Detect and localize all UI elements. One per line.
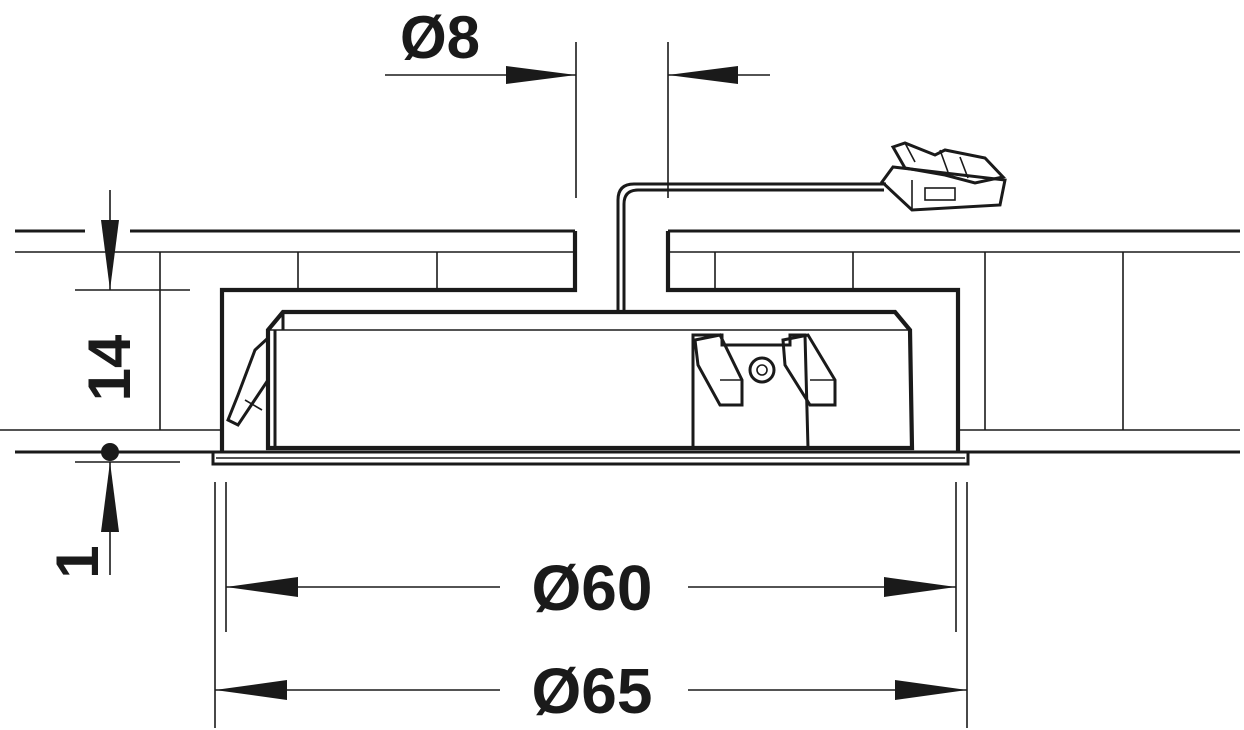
power-cable <box>616 182 886 312</box>
mounting-panel <box>0 229 1240 454</box>
dimension-cable-diameter: Ø8 <box>385 4 770 198</box>
dimension-bezel-height: 1 <box>44 443 119 579</box>
spring-bracket-right <box>691 333 837 450</box>
dim-label-cable-diameter: Ø8 <box>400 4 480 71</box>
dim-label-cutout-diameter: Ø60 <box>532 552 653 624</box>
dim-label-outer-diameter: Ø65 <box>532 655 653 727</box>
spring-clip-left <box>226 336 270 427</box>
cable-connector <box>880 141 1007 212</box>
dimension-installation-depth: 14 <box>75 190 190 463</box>
dim-label-bezel-height: 1 <box>44 545 111 578</box>
luminaire-housing <box>211 309 970 466</box>
panel-cutout <box>219 231 961 452</box>
dimension-cutout-diameter: Ø60 <box>225 482 957 632</box>
dim-label-installation-depth: 14 <box>76 334 143 401</box>
dimension-outer-diameter: Ø65 <box>214 482 968 728</box>
